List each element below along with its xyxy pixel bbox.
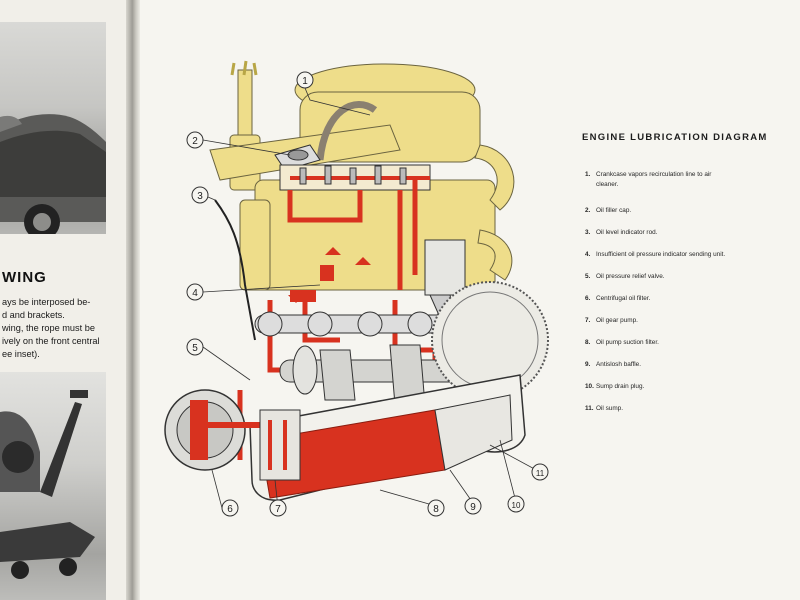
left-page: WING ays be interposed be- d and bracket… (0, 0, 128, 600)
diagram-title: ENGINE LUBRICATION DIAGRAM (582, 132, 768, 143)
legend-item: 9. Antislosh baffle. (585, 360, 785, 370)
callout-11 (531, 463, 549, 481)
valve-train (279, 164, 431, 191)
callout-label: 6 (227, 504, 233, 515)
dipstick (214, 199, 256, 341)
legend-label: Oil pump suction filter. (596, 339, 659, 346)
callout-4 (186, 283, 204, 301)
callout-label: 8 (433, 504, 439, 515)
callout-3 (191, 186, 209, 204)
callout-7 (269, 499, 287, 517)
body-text-line: ays be interposed be- (2, 297, 91, 307)
legend-label: Crankcase vapors recirculation line to a… (596, 171, 712, 178)
legend-label: Oil level indicator rod. (596, 229, 658, 236)
callout-2 (186, 131, 204, 149)
callout-label: 1 (302, 76, 308, 87)
body-text-line: wing, the rope must be (2, 323, 95, 333)
callout-6 (221, 499, 239, 517)
camshaft (254, 311, 471, 337)
callout-labels: 1 2 3 4 5 6 7 8 9 10 11 (192, 76, 544, 515)
legend-item: 11.Oil sump. (585, 404, 785, 414)
car-jack-icon (0, 390, 95, 579)
legend-label: Antislosh baffle. (596, 361, 641, 368)
car-silhouette-icon (0, 114, 106, 234)
callout-1 (296, 71, 314, 89)
section-heading: WING (2, 269, 47, 286)
oil-filler-cap (274, 144, 321, 171)
legend-label: Centrifugal oil filter. (596, 295, 651, 302)
callout-8 (427, 499, 445, 517)
callout-markers (186, 71, 549, 517)
callout-label: 5 (192, 343, 198, 354)
legend-label: Oil gear pump. (596, 317, 638, 324)
crankshaft (279, 344, 481, 406)
body-text-line: d and brackets. (2, 310, 65, 320)
callout-label: 9 (470, 502, 476, 513)
legend-number: 7. (585, 317, 591, 324)
callout-label: 7 (275, 504, 281, 515)
legend-label: Oil sump. (596, 405, 623, 412)
legend-number: 1. (585, 171, 591, 178)
legend-item: 4. Insufficient oil pressure indicator se… (585, 250, 785, 260)
oil-sump (249, 374, 526, 501)
callout-label: 10 (512, 501, 521, 510)
callout-10 (507, 495, 525, 513)
legend-number: 4. (585, 251, 591, 258)
legend-label-cont: cleaner. (596, 181, 619, 188)
callout-5 (186, 338, 204, 356)
callout-label: 2 (192, 136, 198, 147)
legend-label: Sump drain plug. (596, 383, 645, 390)
legend-item: 2. Oil filler cap. (585, 206, 785, 216)
legend-item: 6. Centrifugal oil filter. (585, 294, 785, 304)
legend-item: 10.Sump drain plug. (585, 382, 785, 392)
breather-hose (316, 101, 378, 161)
legend-label: Insufficient oil pressure indicator send… (596, 251, 726, 258)
body-text-line: ively on the front central (2, 336, 100, 346)
legend-number: 6. (585, 295, 591, 302)
legend-number: 3. (585, 229, 591, 236)
legend-item: 1. Crankcase vapors recirculation line to… (585, 170, 785, 190)
legend-number: 11. (585, 405, 594, 412)
legend-number: 8. (585, 339, 591, 346)
legend-number: 10. (585, 383, 594, 390)
callout-leaders (202, 87, 541, 509)
engine-lubrication-diagram: 1 2 3 4 5 6 7 8 9 10 11 (164, 60, 549, 517)
legend-number: 2. (585, 207, 591, 214)
book-gutter (126, 0, 140, 600)
legend-item: 5. Oil pressure relief valve. (585, 272, 785, 282)
callout-label: 4 (192, 288, 198, 299)
oil-gear-pump (259, 409, 301, 481)
car-jack-photo (0, 372, 106, 600)
legend-number: 9. (585, 361, 591, 368)
legend-item: 8. Oil pump suction filter. (585, 338, 785, 348)
legend-label: Oil pressure relief valve. (596, 273, 665, 280)
body-text-line: ee inset). (2, 349, 40, 359)
legend-label: Oil filler cap. (596, 207, 632, 214)
legend-number: 5. (585, 273, 591, 280)
callout-label: 3 (197, 191, 203, 202)
callout-label: 11 (536, 469, 545, 478)
centrifugal-oil-filter (164, 389, 270, 471)
callout-9 (464, 497, 482, 515)
legend-item: 7. Oil gear pump. (585, 316, 785, 326)
car-photo-top (0, 22, 106, 234)
legend-item: 3. Oil level indicator rod. (585, 228, 785, 238)
oil-arrow-icons (288, 247, 371, 303)
